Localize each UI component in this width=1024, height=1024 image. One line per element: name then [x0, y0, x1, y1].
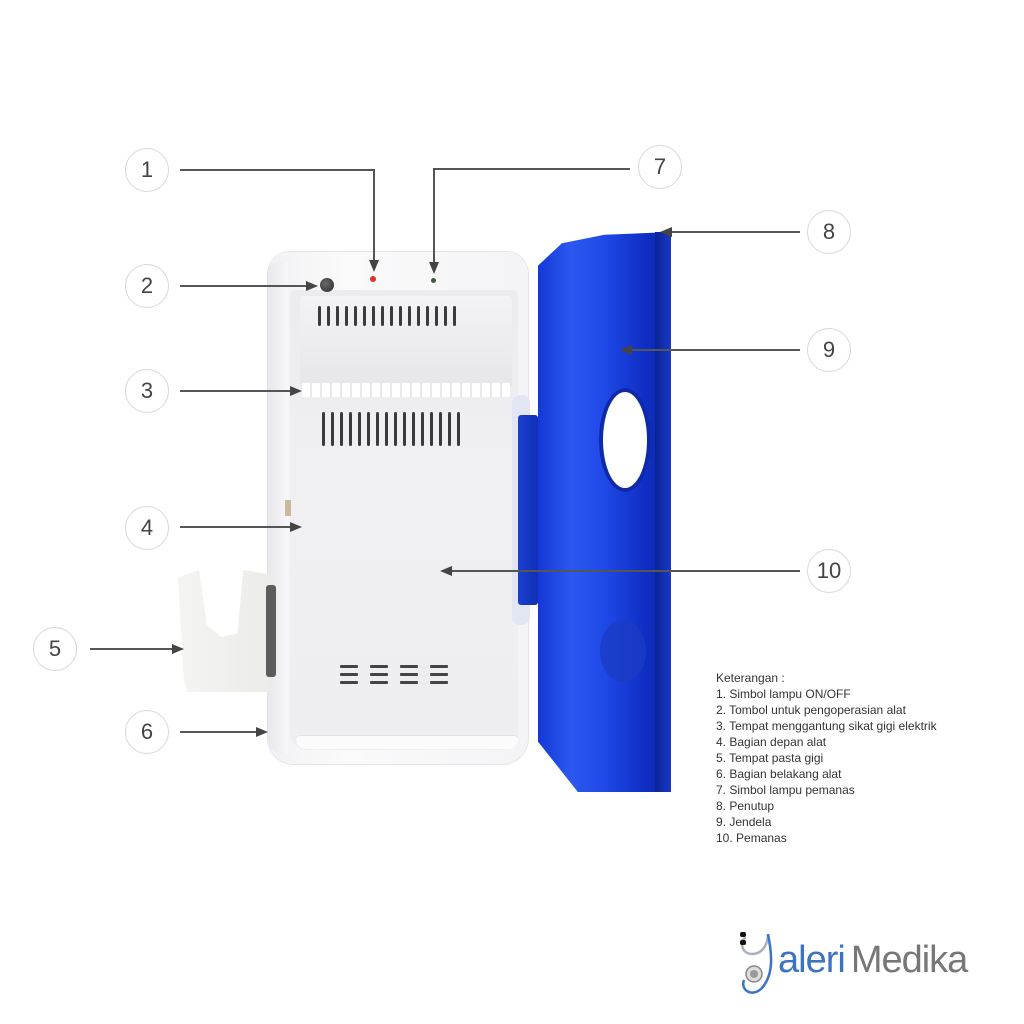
leader-line-1: [180, 169, 374, 171]
callout-number: 9: [822, 337, 836, 362]
bottom-lip: [296, 735, 518, 749]
legend-item: 7. Simbol lampu pemanas: [716, 783, 855, 797]
leader-line-1-drop: [373, 169, 375, 262]
legend: Keterangan : 1. Simbol lampu ON/OFF 2. T…: [716, 670, 937, 846]
callout-number: 10: [816, 558, 842, 583]
leader-line-3: [180, 390, 290, 392]
middle-vent-slots: [322, 412, 460, 446]
galeri-medika-logo: aleri Medika: [738, 924, 968, 996]
legend-item: 5. Tempat pasta gigi: [716, 751, 824, 765]
arrow-5: [172, 644, 184, 654]
upper-cavity: [300, 296, 512, 388]
arrow-4: [290, 522, 302, 532]
callout-2: 2: [125, 264, 169, 308]
legend-item: 9. Jendela: [716, 815, 772, 829]
blue-lid: [538, 232, 671, 792]
arrow-2: [306, 281, 318, 291]
bottom-vent-grille: [340, 665, 448, 684]
callout-7: 7: [638, 145, 682, 189]
callout-number: 3: [140, 378, 154, 403]
toothbrush-hanger-rail: [302, 383, 510, 397]
lid-disc: [600, 620, 646, 682]
arrow-9: [620, 345, 632, 355]
callout-number: 8: [822, 219, 836, 244]
callout-4: 4: [125, 506, 169, 550]
leader-line-4: [180, 526, 290, 528]
side-tab: [285, 500, 291, 516]
blue-lid-edge: [655, 232, 671, 792]
callout-number: 6: [140, 719, 154, 744]
leader-line-6: [180, 731, 256, 733]
legend-item: 4. Bagian depan alat: [716, 735, 827, 749]
leader-line-8: [672, 231, 800, 233]
arrow-7: [429, 262, 439, 274]
callout-number: 2: [140, 273, 154, 298]
leader-line-2: [180, 285, 308, 287]
legend-item: 8. Penutup: [716, 799, 775, 813]
legend-item: 6. Bagian belakang alat: [716, 767, 842, 781]
callout-1: 1: [125, 148, 169, 192]
lid-window: [603, 392, 647, 488]
upper-vent-slots: [318, 306, 456, 326]
callout-number: 4: [140, 515, 154, 540]
callout-9: 9: [807, 328, 851, 372]
arrow-8: [660, 227, 672, 237]
callout-number: 7: [653, 154, 667, 179]
callout-6: 6: [125, 710, 169, 754]
arrow-3: [290, 386, 302, 396]
toothpaste-holder-clip: [266, 585, 276, 677]
arrow-6: [256, 727, 268, 737]
callout-8: 8: [807, 210, 851, 254]
on-off-led: [370, 276, 376, 282]
power-button: [320, 278, 334, 292]
arrow-10: [440, 566, 452, 576]
leader-line-10: [452, 570, 800, 572]
legend-item: 3. Tempat menggantung sikat gigi elektri…: [716, 719, 937, 733]
leader-line-7-drop: [433, 168, 435, 264]
legend-item: 1. Simbol lampu ON/OFF: [716, 687, 851, 701]
legend-title: Keterangan :: [716, 671, 785, 685]
logo-text-galeri: aleri: [778, 938, 846, 981]
leader-line-7: [434, 168, 630, 170]
heater-led: [431, 278, 436, 283]
callout-10: 10: [807, 549, 851, 593]
leader-line-9: [632, 349, 800, 351]
toothpaste-holder: [178, 570, 274, 692]
legend-item: 10. Pemanas: [716, 831, 787, 845]
callout-3: 3: [125, 369, 169, 413]
callout-number: 1: [140, 157, 154, 182]
leader-line-5: [90, 648, 172, 650]
stethoscope-g-icon: [738, 924, 778, 996]
lid-hinge: [518, 415, 538, 605]
legend-item: 2. Tombol untuk pengoperasian alat: [716, 703, 906, 717]
callout-5: 5: [33, 627, 77, 671]
arrow-1: [369, 260, 379, 272]
callout-number: 5: [48, 636, 62, 661]
logo-text-medika: Medika: [850, 938, 968, 981]
